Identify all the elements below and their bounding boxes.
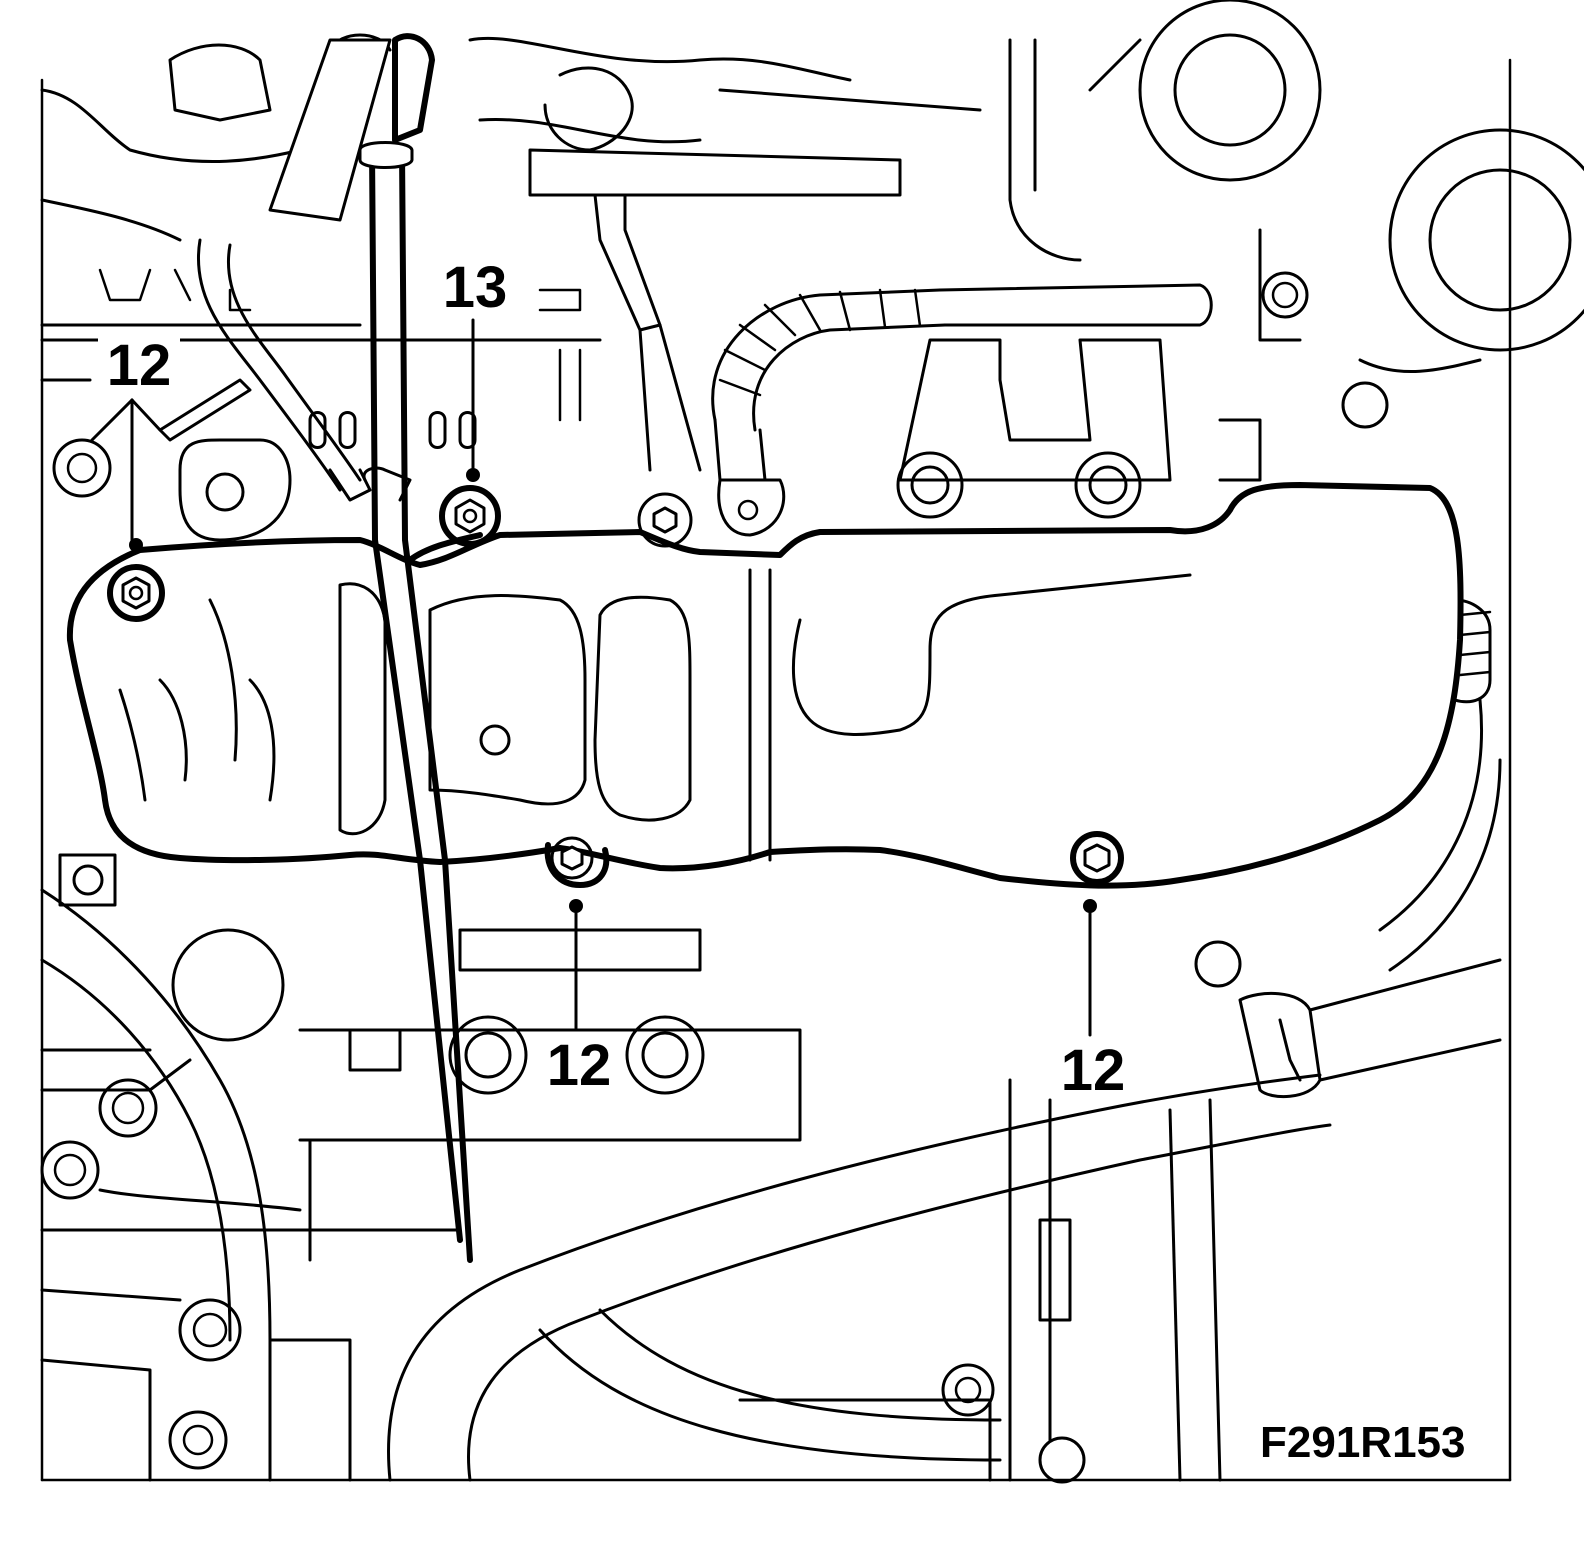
heat-shield-cover xyxy=(66,482,1464,889)
bolt-12-bottom-right xyxy=(1070,831,1124,885)
callout-12-left: 12 xyxy=(98,333,180,398)
callout-12-left-text: 12 xyxy=(107,333,172,398)
callout-13: 13 xyxy=(434,255,516,320)
figure-code: F291R153 xyxy=(1260,1418,1465,1467)
callout-12-bottom-mid-text: 12 xyxy=(547,1033,612,1098)
callout-leaders xyxy=(90,318,1097,1037)
bolt-bracket-small xyxy=(637,478,786,548)
callout-12-bottom-right: 12 xyxy=(1052,1037,1134,1103)
callout-12-bottom-mid: 12 xyxy=(538,1032,620,1098)
callout-labels: 12 13 12 12 xyxy=(98,255,1134,1103)
bolt-12-left xyxy=(107,564,165,622)
bolts xyxy=(107,478,1124,888)
callout-12-bottom-right-text: 12 xyxy=(1061,1038,1126,1103)
bolt-12-bottom-mid xyxy=(544,836,610,888)
dipstick-tube xyxy=(268,33,483,1263)
callout-13-text: 13 xyxy=(443,255,508,320)
bolt-13 xyxy=(439,485,501,547)
figure-code-block: F291R153 xyxy=(1240,1410,1480,1467)
